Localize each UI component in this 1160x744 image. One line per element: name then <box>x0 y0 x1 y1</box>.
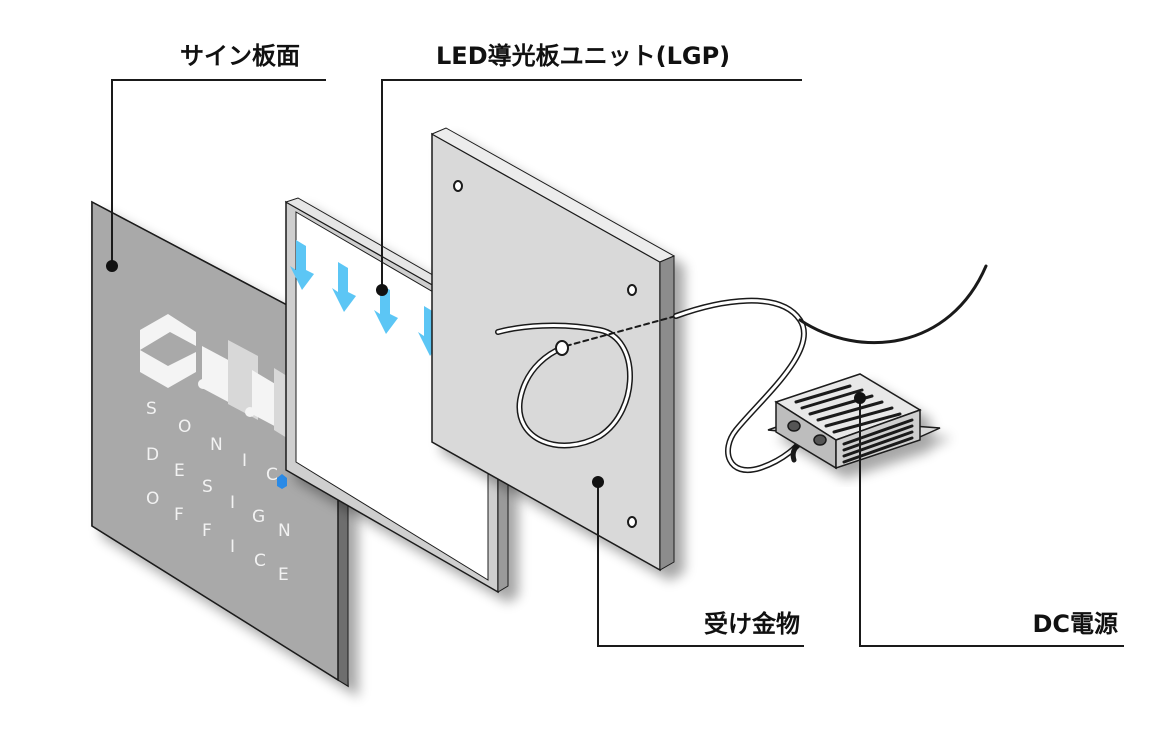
light-arrow-1 <box>290 240 314 290</box>
logo-mark <box>140 314 300 446</box>
label-power: DC電源 <box>1032 610 1118 638</box>
logo-line3-letter-2: F <box>202 521 212 541</box>
leader-bracket <box>597 482 804 647</box>
logo-line3-letter-4: C <box>254 551 266 571</box>
logo-line2-letter-0: D <box>146 445 159 465</box>
callout-lines <box>111 79 1124 647</box>
logo-line2-letter-5: N <box>278 521 291 541</box>
logo-line1-letter-0: S <box>146 399 157 419</box>
leader-power <box>859 398 1124 647</box>
label-led-unit: LED導光板ユニット(LGP) <box>436 42 731 70</box>
logo-line1-letter-4: C <box>266 465 278 485</box>
receiving-bracket <box>430 127 676 572</box>
bracket-holes <box>453 180 637 528</box>
sign-face <box>91 200 339 682</box>
logo-line3-letter-0: O <box>146 489 159 509</box>
callout-dots <box>106 260 866 488</box>
logo-accent-dot <box>277 474 287 489</box>
logo-line2-letter-4: G <box>252 507 265 527</box>
power-supply-ports <box>787 420 827 446</box>
logo-line1-letter-2: N <box>210 435 223 455</box>
light-arrow-3 <box>374 284 398 334</box>
logo-line1-letter-3: I <box>242 451 247 471</box>
logo-line3-letter-3: I <box>230 537 235 557</box>
leader-led-unit <box>381 79 802 290</box>
logo-line2-letter-2: S <box>202 477 213 497</box>
label-sign-face: サイン板面 <box>180 42 300 70</box>
logo-text: S O N I C D E S I G N O F F I C E <box>146 399 291 585</box>
logo-line2-letter-1: E <box>174 461 185 481</box>
power-supply-vents <box>794 384 914 464</box>
logo-line3-letter-5: E <box>278 565 289 585</box>
label-bracket: 受け金物 <box>704 610 800 638</box>
light-arrow-2 <box>332 262 356 312</box>
leader-sign-face <box>111 79 326 266</box>
logo-line3-letter-1: F <box>174 505 184 525</box>
logo-line1-letter-1: O <box>178 417 191 437</box>
logo-line2-letter-3: I <box>230 493 235 513</box>
cable-hole <box>555 340 569 356</box>
